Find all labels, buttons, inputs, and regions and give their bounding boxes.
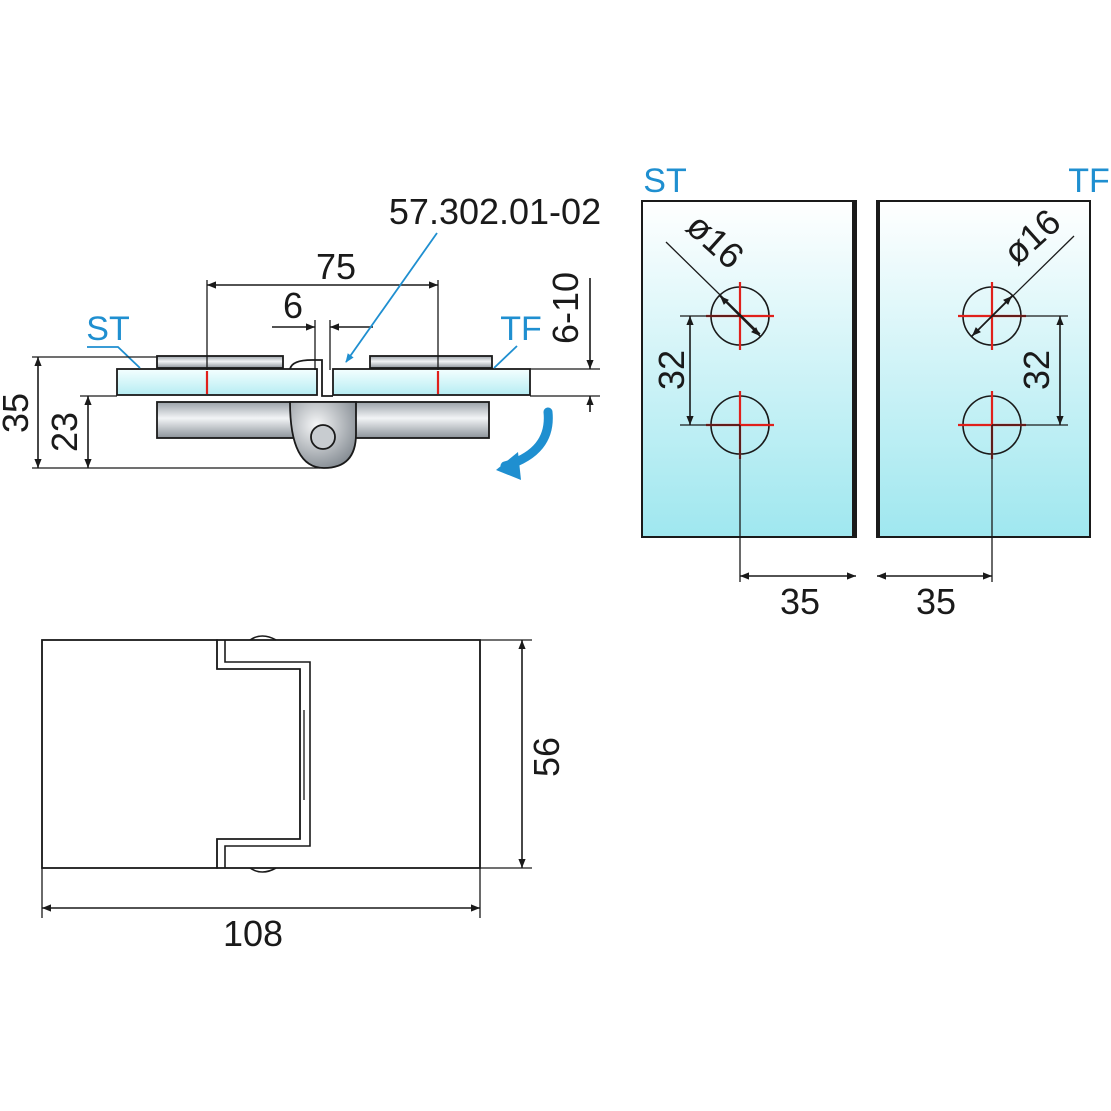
tf-side-label: TF	[500, 310, 542, 348]
tf-glass-section	[332, 368, 531, 396]
plan-tf-leaf	[224, 640, 311, 868]
tf-diameter-arrow-a	[991, 295, 1013, 317]
dim-23-label: 23	[44, 412, 85, 452]
st-upper-plate	[156, 355, 284, 369]
dim-56-label: 56	[526, 737, 567, 777]
st-side-label: ST	[86, 310, 129, 348]
plan-knuckle-top	[249, 635, 277, 641]
st-diameter-arrow-b	[739, 315, 761, 337]
tf-edge-label: 35	[916, 581, 956, 622]
tf-upper-plate	[369, 355, 493, 369]
dim-6-label: 6	[283, 285, 303, 326]
st-glass-section	[116, 368, 318, 396]
st-panel-label: ST	[643, 162, 686, 200]
hinge-leaf	[289, 359, 333, 397]
st-side-leader	[87, 346, 141, 369]
dim-35-label: 35	[0, 393, 36, 433]
rotation-arrow-head	[496, 452, 521, 480]
tf-pitch-label: 32	[1016, 350, 1057, 390]
tf-glass-panel	[876, 200, 1091, 538]
side-view: 75 6 57.302.01-02 ST TF 6-10 35 23	[0, 191, 601, 480]
plan-st-plate	[41, 639, 301, 869]
st-edge-label: 35	[780, 581, 820, 622]
tf-glass-panel-view: TF ø16 32 35	[876, 162, 1110, 622]
st-diameter-leader	[665, 241, 761, 335]
part-number-leader	[345, 232, 438, 363]
st-diameter-arrow-a	[719, 295, 741, 317]
tf-diameter-arrow-b	[971, 315, 993, 337]
part-number-label: 57.302.01-02	[389, 191, 601, 232]
hinge-pin	[310, 424, 336, 450]
st-glass-panel-view: ST ø16 32 35	[641, 162, 857, 622]
st-glass-panel	[641, 200, 857, 538]
dim-108-label: 108	[223, 913, 283, 954]
plan-frame	[41, 639, 481, 869]
tf-panel-label: TF	[1068, 162, 1110, 200]
plan-knuckle-bottom	[249, 867, 277, 873]
plan-outline	[216, 639, 481, 869]
st-pitch-label: 32	[651, 350, 692, 390]
dim-75-label: 75	[316, 246, 356, 287]
dim-glass-label: 6-10	[545, 272, 586, 344]
tf-side-leader	[493, 345, 518, 369]
plan-view: 56 108	[41, 635, 567, 954]
